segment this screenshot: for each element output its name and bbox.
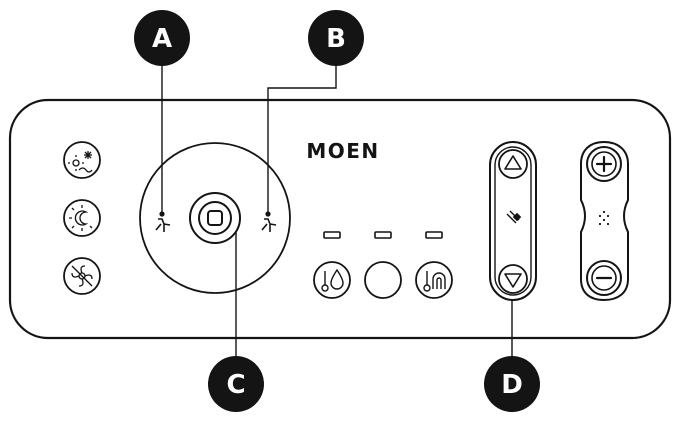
pressure-minus-button[interactable]	[586, 260, 622, 296]
callout-letter-c: C	[226, 370, 245, 400]
callout-letter-b: B	[326, 24, 346, 54]
callout-d: D	[484, 356, 540, 412]
rear-wash-person-icon[interactable]	[155, 211, 171, 232]
blank-round-button[interactable]	[364, 261, 402, 299]
triangle-down-icon	[504, 273, 522, 288]
indicator-light-seat-temp	[425, 231, 443, 239]
seat-temperature-icon	[423, 271, 446, 292]
water-pressure-rocker	[580, 140, 629, 302]
pressure-plus-button[interactable]	[586, 146, 622, 182]
sun-snowflake-wave-icon	[68, 151, 93, 173]
nozzle-up-button[interactable]	[498, 149, 528, 179]
callout-a: A	[134, 10, 190, 66]
triangle-up-icon	[504, 155, 522, 170]
moen-logo: MOEN	[306, 139, 379, 163]
indicator-light-water-temp	[323, 231, 341, 239]
stop-square-icon	[207, 210, 223, 226]
bottom-button-row	[313, 261, 453, 299]
wash-dial[interactable]	[139, 142, 291, 294]
nozzle-down-button[interactable]	[498, 264, 528, 294]
callout-b: B	[308, 10, 364, 66]
front-wash-person-icon[interactable]	[261, 211, 277, 232]
left-button-column	[63, 141, 101, 295]
heat-mode-button[interactable]	[63, 141, 101, 179]
indicator-light-center	[374, 231, 392, 239]
callout-letter-a: A	[152, 24, 172, 54]
nozzle-position-rocker	[489, 141, 537, 301]
night-light-button[interactable]	[63, 199, 101, 237]
leader-line-b	[267, 66, 337, 212]
stop-button[interactable]	[189, 192, 241, 244]
indicator-lights	[323, 231, 443, 239]
water-temperature-icon	[321, 268, 344, 292]
callout-letter-d: D	[501, 370, 523, 400]
dial-outer-ring	[139, 142, 291, 294]
water-pressure-icon	[598, 210, 610, 226]
sun-moon-icon	[69, 205, 93, 231]
plus-icon	[595, 155, 613, 173]
deodorizer-button[interactable]	[63, 257, 101, 295]
seat-temperature-button[interactable]	[415, 261, 453, 299]
remote-body-outline	[8, 98, 672, 340]
deodorizer-fan-icon	[71, 265, 93, 287]
water-temperature-button[interactable]	[313, 261, 351, 299]
callout-c: C	[208, 356, 264, 412]
